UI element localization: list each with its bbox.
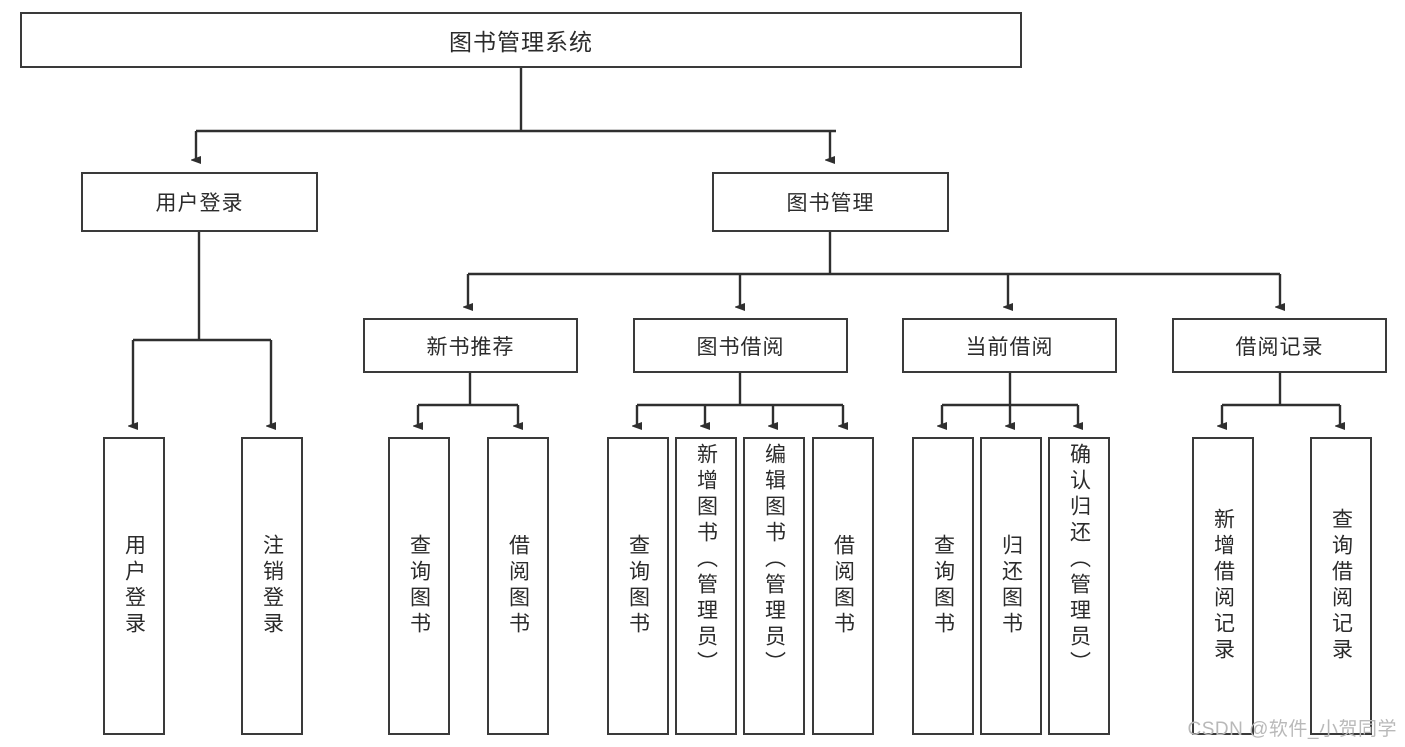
node-leaf-return-book[interactable]: 归还图书 xyxy=(980,437,1042,735)
node-leaf-borrow-book-2[interactable]: 借阅图书 xyxy=(812,437,874,735)
node-leaf-query-book-2[interactable]: 查询图书 xyxy=(607,437,669,735)
node-label: 用户登录 xyxy=(155,192,244,215)
node-leaf-add-record[interactable]: 新增借阅记录 xyxy=(1192,437,1254,735)
node-label: 注销登录 xyxy=(260,534,284,638)
node-new-book-recommend[interactable]: 新书推荐 xyxy=(363,318,578,373)
node-leaf-query-record[interactable]: 查询借阅记录 xyxy=(1310,437,1372,735)
node-book-borrow[interactable]: 图书借阅 xyxy=(633,318,848,373)
node-label: 确认归还（管理员） xyxy=(1067,443,1091,677)
node-leaf-user-login[interactable]: 用户登录 xyxy=(103,437,165,735)
node-book-manage[interactable]: 图书管理 xyxy=(712,172,949,232)
node-label: 查询借阅记录 xyxy=(1329,508,1353,664)
node-label: 借阅图书 xyxy=(506,534,530,638)
node-borrow-record[interactable]: 借阅记录 xyxy=(1172,318,1387,373)
node-label: 借阅记录 xyxy=(1235,335,1324,359)
node-leaf-confirm-return[interactable]: 确认归还（管理员） xyxy=(1048,437,1110,735)
node-root-system[interactable]: 图书管理系统 xyxy=(20,12,1022,68)
node-label: 图书借阅 xyxy=(696,335,785,359)
node-label: 新增借阅记录 xyxy=(1211,508,1235,664)
node-leaf-borrow-book-1[interactable]: 借阅图书 xyxy=(487,437,549,735)
node-label: 查询图书 xyxy=(626,534,650,638)
node-label: 当前借阅 xyxy=(965,335,1054,359)
node-label: 用户登录 xyxy=(122,534,146,638)
node-leaf-logout[interactable]: 注销登录 xyxy=(241,437,303,735)
node-leaf-query-book-3[interactable]: 查询图书 xyxy=(912,437,974,735)
node-label: 图书管理 xyxy=(786,192,875,215)
node-label: 查询图书 xyxy=(407,534,431,638)
node-current-borrow[interactable]: 当前借阅 xyxy=(902,318,1117,373)
node-user-login[interactable]: 用户登录 xyxy=(81,172,318,232)
node-leaf-add-book[interactable]: 新增图书（管理员） xyxy=(675,437,737,735)
node-leaf-query-book-1[interactable]: 查询图书 xyxy=(388,437,450,735)
node-label: 新书推荐 xyxy=(426,335,515,359)
node-label: 借阅图书 xyxy=(831,534,855,638)
watermark-text: CSDN @软件_小贺同学 xyxy=(1187,719,1397,740)
node-label: 图书管理系统 xyxy=(449,29,593,55)
node-label: 编辑图书（管理员） xyxy=(762,443,786,677)
node-label: 归还图书 xyxy=(999,534,1023,638)
node-label: 新增图书（管理员） xyxy=(694,443,718,677)
node-label: 查询图书 xyxy=(931,534,955,638)
node-leaf-edit-book[interactable]: 编辑图书（管理员） xyxy=(743,437,805,735)
